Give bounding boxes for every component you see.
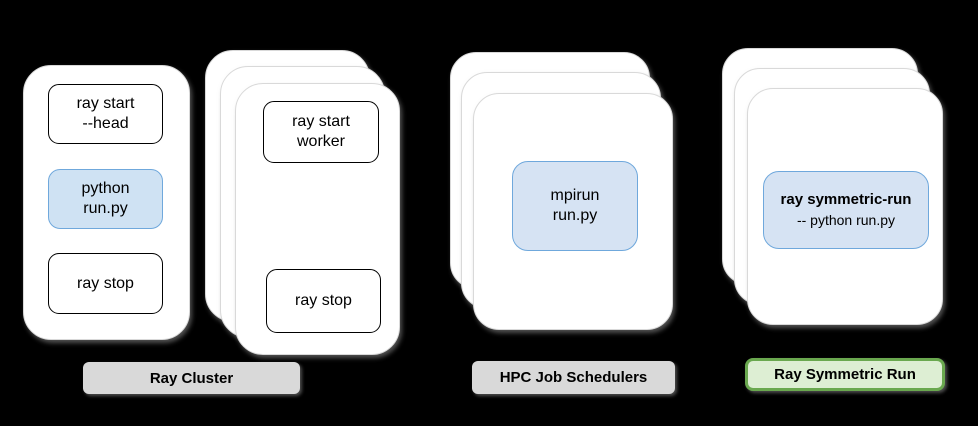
worker-node-card: ray start worker ray stop [235, 83, 400, 355]
hpc-job-schedulers-label: HPC Job Schedulers [472, 361, 675, 394]
step-ray-start-head: ray start --head [48, 84, 163, 144]
step-ray-stop-worker: ray stop [266, 269, 381, 333]
ray-symmetric-run-label: Ray Symmetric Run [745, 358, 945, 391]
step-python-run: python run.py [48, 169, 163, 229]
step-ray-stop-head: ray stop [48, 253, 163, 314]
hpc-node-card: mpirun run.py [473, 93, 673, 330]
step-mpirun-run: mpirun run.py [512, 161, 638, 251]
step-ray-start-worker: ray start worker [263, 101, 379, 163]
symmetric-command-bold: ray symmetric-run [780, 191, 912, 209]
head-node-card: ray start --head python run.py ray stop [23, 65, 190, 340]
symmetric-command-args: -- python run.py [796, 211, 896, 228]
step-ray-symmetric-run: ray symmetric-run -- python run.py [763, 171, 929, 249]
symmetric-node-card: ray symmetric-run -- python run.py [747, 88, 943, 325]
ray-cluster-label: Ray Cluster [83, 362, 300, 394]
